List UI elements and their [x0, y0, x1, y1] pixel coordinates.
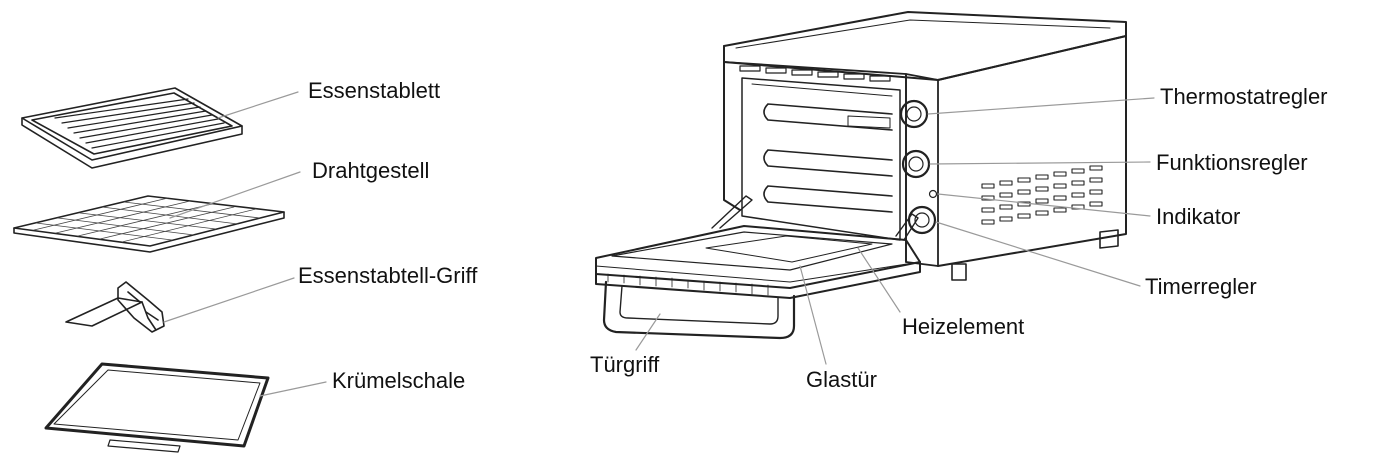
thermostat-knob-illustration — [899, 99, 929, 129]
label-thermostat-knob: Thermostatregler — [1160, 84, 1328, 109]
leader-wire-rack — [169, 171, 301, 219]
label-indicator: Indikator — [1156, 204, 1241, 229]
label-wire-rack: Drahtgestell — [312, 158, 430, 183]
label-glass-door: Glastür — [806, 367, 877, 392]
leader-glass-door — [799, 265, 827, 365]
label-door-handle: Türgriff — [590, 352, 660, 377]
tray-handle-illustration — [65, 281, 165, 333]
label-crumb-tray: Krümelschale — [332, 368, 466, 393]
indicator-light-illustration — [928, 189, 938, 199]
leader-indicator — [937, 193, 1151, 217]
leader-tray-handle — [163, 277, 295, 323]
leader-lines — [163, 91, 1155, 397]
leader-door-handle — [635, 313, 661, 351]
leader-food-tray — [217, 91, 299, 119]
toaster-oven-illustration — [595, 11, 1127, 340]
food-tray-illustration — [21, 87, 243, 169]
timer-knob-illustration — [907, 205, 937, 235]
leader-function — [929, 161, 1151, 165]
leader-crumb-tray — [259, 381, 327, 397]
label-food-tray: Essenstablett — [308, 78, 441, 103]
wire-rack-illustration — [13, 195, 285, 253]
label-timer-knob: Timerregler — [1145, 274, 1257, 299]
door-handle-illustration — [602, 280, 796, 340]
function-knob-illustration — [901, 149, 931, 179]
label-tray-handle: Essenstabtell-Griff — [298, 263, 478, 288]
leader-heating-element — [857, 247, 901, 313]
leader-thermostat — [927, 97, 1155, 115]
crumb-tray-illustration — [44, 362, 270, 453]
glass-door-illustration — [595, 195, 921, 299]
label-heating-element: Heizelement — [902, 314, 1025, 339]
label-function-knob: Funktionsregler — [1156, 150, 1308, 175]
leader-timer — [935, 221, 1141, 287]
